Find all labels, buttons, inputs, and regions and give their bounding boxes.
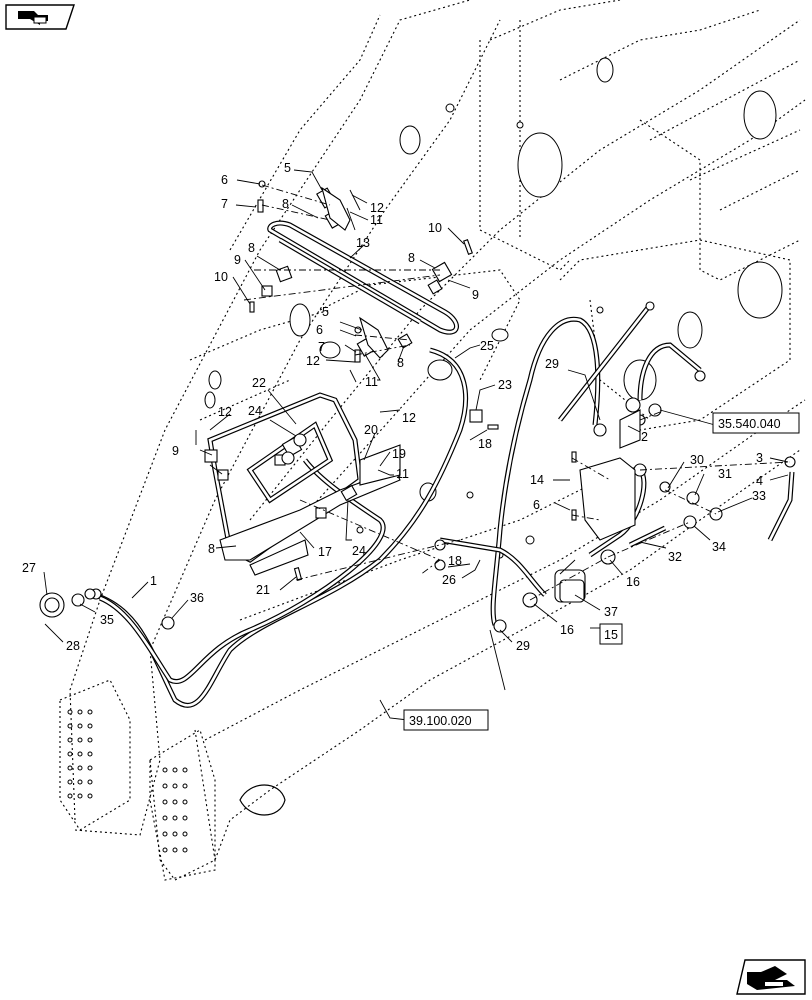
callout: 19 — [392, 447, 406, 461]
callout: 20 — [364, 423, 378, 437]
callout: 12 — [306, 354, 320, 368]
chassis-frame — [59, 0, 806, 881]
callout: 9 — [472, 288, 479, 302]
callout: 7 — [318, 340, 325, 354]
callout: 28 — [66, 639, 80, 653]
callout: 12 — [402, 411, 416, 425]
callout: 35 — [100, 613, 114, 627]
callout: 23 — [498, 378, 512, 392]
callout: 13 — [356, 236, 370, 250]
callout: 5 — [322, 305, 329, 319]
reference-boxes: 35.540.040 39.100.020 15 — [403, 412, 800, 731]
ref-label: 35.540.040 — [718, 417, 781, 431]
callout: 8 — [408, 251, 415, 265]
callout: 1 — [150, 574, 157, 588]
callout: 10 — [214, 270, 228, 284]
callout: 4 — [756, 474, 763, 488]
callout: 7 — [221, 197, 228, 211]
callout: 24 — [248, 404, 262, 418]
callout: 10 — [428, 221, 442, 235]
callout: 14 — [530, 473, 544, 487]
ref-box-39-100-020[interactable]: 39.100.020 — [403, 709, 489, 731]
callout: 2 — [641, 430, 648, 444]
callout: 6 — [316, 323, 323, 337]
callout: 32 — [668, 550, 682, 564]
callout: 12 — [218, 405, 232, 419]
callout: 11 — [396, 467, 409, 481]
callout: 36 — [190, 591, 204, 605]
callout: 37 — [604, 605, 618, 619]
callout: 8 — [248, 241, 255, 255]
callout: 6 — [221, 173, 228, 187]
callout: 33 — [752, 489, 766, 503]
callout: 8 — [397, 356, 404, 370]
view-orientation-icon[interactable] — [4, 3, 76, 31]
callout: 6 — [533, 498, 540, 512]
ref-box-15[interactable]: 15 — [599, 623, 623, 645]
ref-label: 39.100.020 — [409, 714, 472, 728]
callout: 31 — [718, 467, 732, 481]
callout: 3 — [756, 451, 763, 465]
callout: 5 — [284, 161, 291, 175]
callout: 8 — [282, 197, 289, 211]
callout: 22 — [252, 376, 266, 390]
callout: 18 — [478, 437, 492, 451]
callout: 17 — [318, 545, 332, 559]
callout: 27 — [22, 561, 36, 575]
callout: 26 — [442, 573, 456, 587]
ref-box-35-540-040[interactable]: 35.540.040 — [712, 412, 800, 434]
callout: 30 — [690, 453, 704, 467]
callout: 24 — [352, 544, 366, 558]
callout: 9 — [234, 253, 241, 267]
callout: 18 — [448, 554, 462, 568]
callout: 8 — [208, 542, 215, 556]
callout: 21 — [256, 583, 270, 597]
callout: 29 — [516, 639, 530, 653]
leader-lines — [43, 169, 789, 721]
frame-holes — [204, 57, 783, 559]
callout: 34 — [712, 540, 726, 554]
callout: 11 — [365, 375, 378, 389]
hydraulic-pipes — [94, 220, 795, 708]
callout: 12 — [370, 201, 384, 215]
perforated-plates — [67, 709, 286, 853]
assembly-lines — [243, 184, 791, 601]
callout: 16 — [560, 623, 574, 637]
callout: 25 — [480, 339, 494, 353]
navigate-next-icon[interactable] — [735, 958, 807, 996]
ref-label: 15 — [604, 628, 618, 642]
callout: 11 — [370, 213, 383, 227]
callout-labels: 1 2 3 4 5 5 6 6 6 7 7 8 8 8 8 8 9 9 9 10… — [22, 161, 766, 653]
callout: 16 — [626, 575, 640, 589]
callout: 9 — [172, 444, 179, 458]
callout: 29 — [545, 357, 559, 371]
parts — [39, 180, 796, 633]
